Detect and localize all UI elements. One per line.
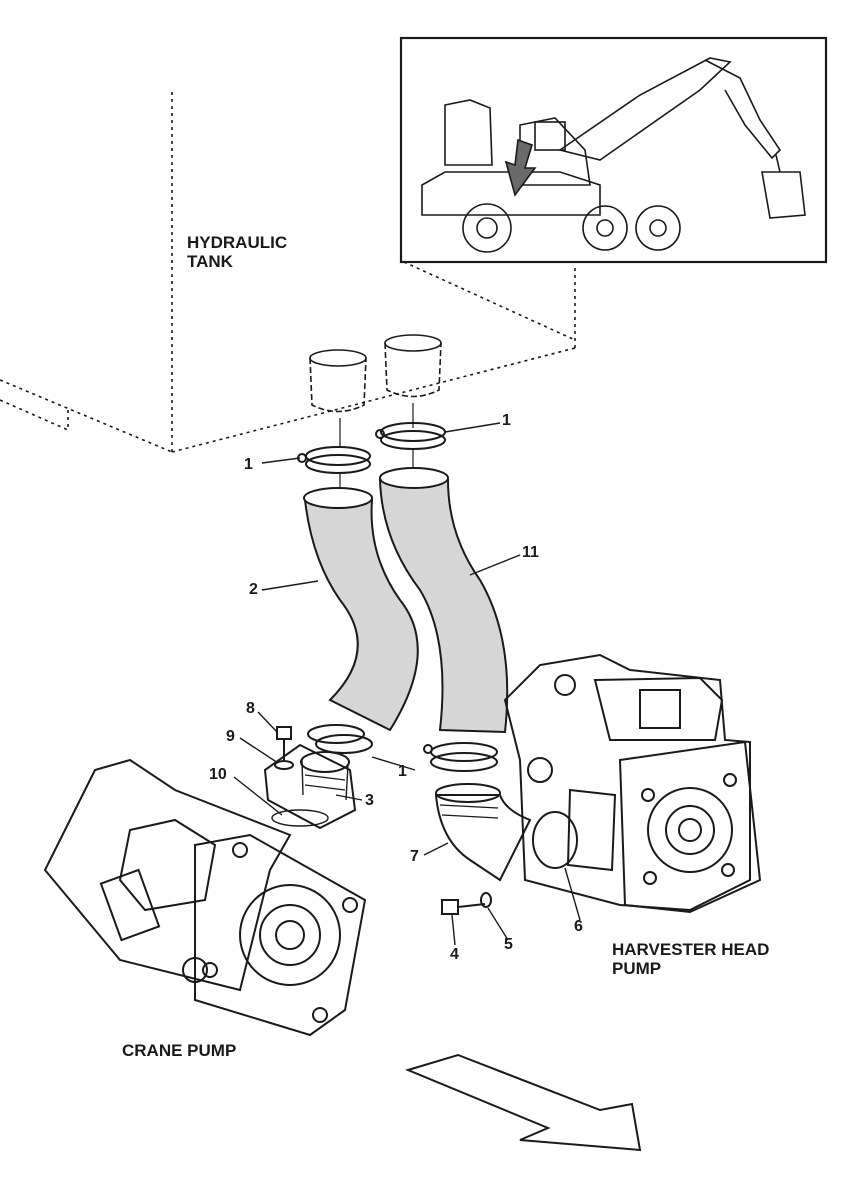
gasket-10 — [271, 809, 329, 827]
callout-3: 3 — [365, 792, 374, 809]
hose-clamp-lower-right — [423, 742, 498, 772]
callout-11: 11 — [522, 544, 539, 561]
hose-clamp-right — [375, 422, 446, 450]
callout-1-left-clamp: 1 — [244, 456, 253, 473]
harvester-machine-inset — [421, 57, 806, 253]
washer-9 — [274, 760, 294, 770]
hose-clamp-lower-left — [307, 724, 373, 754]
hydraulic-tank-outline — [0, 92, 576, 453]
callout-6: 6 — [574, 918, 583, 935]
elbow-7 — [434, 794, 532, 882]
harvester-head-pump-label: HARVESTER HEAD PUMP — [612, 940, 770, 978]
callout-1-lower-clamp: 1 — [398, 763, 407, 780]
callout-4: 4 — [450, 946, 459, 963]
strainer-right — [384, 334, 442, 398]
callout-10: 10 — [209, 766, 227, 783]
hose-clamp-left — [297, 446, 371, 474]
crane-pump — [43, 758, 367, 1037]
hose-2 — [303, 499, 419, 732]
flange-3 — [263, 743, 357, 830]
washer-5 — [480, 892, 492, 908]
harvester-inset-frame — [399, 36, 828, 264]
hose-11 — [378, 479, 509, 734]
callout-9: 9 — [226, 728, 235, 745]
callout-2: 2 — [249, 581, 258, 598]
bolt-8 — [276, 726, 292, 760]
bolt-4 — [441, 899, 486, 915]
strainer-left — [309, 349, 367, 413]
callout-5: 5 — [504, 936, 513, 953]
crane-pump-label: CRANE PUMP — [122, 1041, 237, 1060]
o-ring-6 — [532, 811, 578, 869]
harvester-head-pump — [503, 653, 762, 914]
callout-8: 8 — [246, 700, 255, 717]
hydraulic-tank-label: HYDRAULIC TANK — [187, 233, 288, 271]
callout-7: 7 — [410, 848, 419, 865]
flow-direction-arrow — [405, 1053, 642, 1152]
callout-1-right-clamp: 1 — [502, 412, 511, 429]
